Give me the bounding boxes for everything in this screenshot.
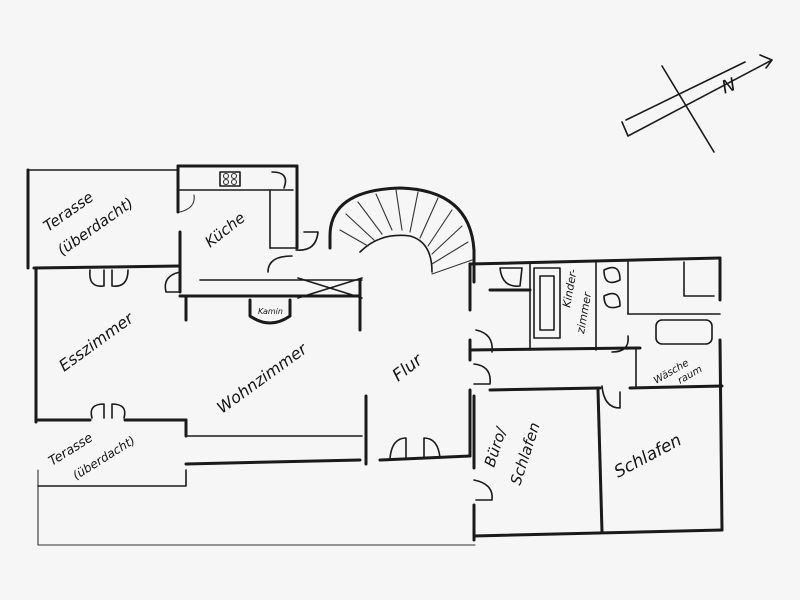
label-schlafen: Schlafen <box>611 430 685 482</box>
compass-north-label: N <box>719 74 739 98</box>
room-labels: Terasse (überdacht) Küche Kamin Esszimme… <box>40 188 705 487</box>
label-wohnzimmer: Wohnzimmer <box>213 339 311 418</box>
label-kinderzimmer-sub: zimmer <box>574 290 594 336</box>
label-kueche: Küche <box>201 209 248 251</box>
compass-icon: N <box>621 54 773 153</box>
doors <box>88 231 629 501</box>
label-buero: Büro/ <box>481 424 511 470</box>
living-walls <box>36 277 472 487</box>
spiral-staircase <box>328 186 476 284</box>
label-buero-sub: Schlafen <box>507 420 544 487</box>
label-kinderzimmer: Kinder- <box>560 268 580 309</box>
label-kamin: Kamin <box>258 307 283 316</box>
kitchen-walls <box>176 164 299 294</box>
label-esszimmer: Esszimmer <box>55 308 138 375</box>
exterior-walls <box>26 168 476 546</box>
east-wing-walls <box>468 256 724 542</box>
label-flur: Flur <box>389 350 428 386</box>
